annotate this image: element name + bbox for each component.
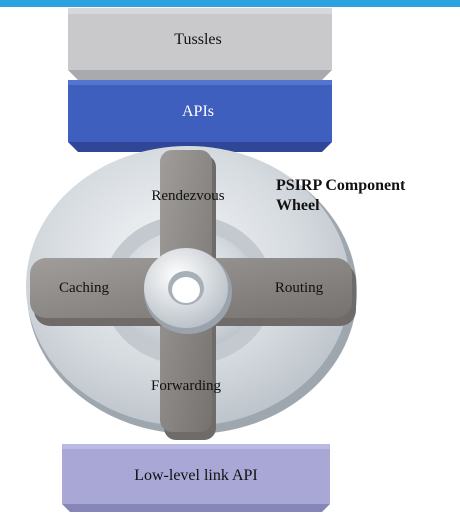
apis-block: APIs [68, 80, 332, 152]
wheel-title: PSIRP Component Wheel [276, 176, 456, 216]
tussles-block: Tussles [68, 8, 332, 80]
wheel-hub [144, 248, 232, 334]
component-wheel: Rendezvous Caching Routing Forwarding [26, 146, 357, 440]
wheel-title-line2: Wheel [276, 197, 320, 214]
wheel-title-line1: PSIRP Component [276, 177, 406, 194]
apis-label: APIs [182, 103, 214, 120]
tussles-label: Tussles [174, 31, 221, 48]
top-accent-bar [0, 0, 460, 7]
component-forwarding: Forwarding [151, 378, 221, 394]
link-api-label: Low-level link API [134, 467, 258, 484]
link-api-block: Low-level link API [62, 444, 330, 512]
component-rendezvous: Rendezvous [151, 188, 224, 204]
component-routing: Routing [275, 280, 324, 296]
component-caching: Caching [59, 280, 109, 296]
